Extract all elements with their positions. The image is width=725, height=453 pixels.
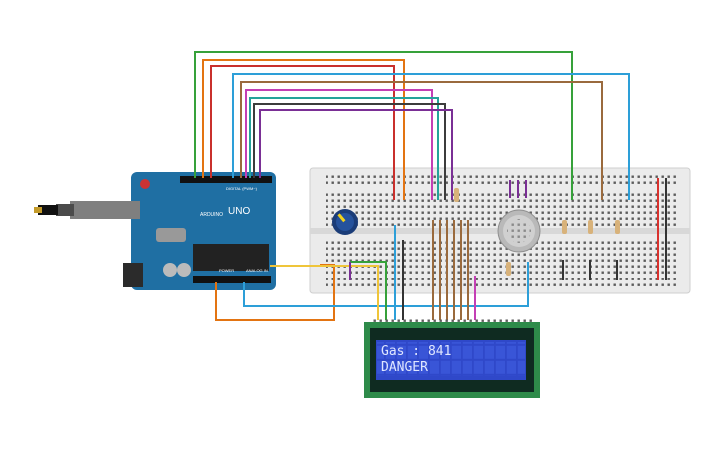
- resistor[interactable]: [506, 262, 511, 276]
- lcd-pins: [372, 318, 532, 324]
- arduino-uno-logo: UNO: [228, 206, 250, 217]
- wires[interactable]: [194, 51, 630, 321]
- analog-header-label: ANALOG IN: [246, 268, 268, 273]
- capacitor: [177, 263, 191, 277]
- gas-sensor-icon[interactable]: [497, 209, 541, 253]
- led-leads: [562, 178, 667, 280]
- resistor[interactable]: [615, 220, 620, 234]
- crystal: [156, 228, 186, 242]
- digital-header-label: DIGITAL (PWM~): [226, 186, 258, 191]
- potentiometer-icon[interactable]: [332, 209, 358, 235]
- resistor[interactable]: [588, 220, 593, 234]
- arduino-brand: ARDUINO: [200, 212, 223, 218]
- power-header-label: POWER: [219, 268, 234, 273]
- resistor-group[interactable]: [454, 188, 620, 276]
- resistor[interactable]: [454, 188, 459, 202]
- bottom-rail-holes: [326, 278, 676, 288]
- lcd-line-1: Gas : 841: [381, 344, 451, 359]
- resistor[interactable]: [562, 220, 567, 234]
- top-rail-holes: [326, 174, 676, 186]
- usb-connector-icon[interactable]: [34, 201, 140, 219]
- power-jack-icon[interactable]: [123, 263, 143, 287]
- lcd-line-2: DANGER: [381, 360, 428, 375]
- lcd-16x2[interactable]: Gas : 841 DANGER: [364, 318, 540, 398]
- arduino-uno-board[interactable]: UNO ARDUINO DIGITAL (PWM~) POWER ANALOG …: [131, 172, 276, 290]
- capacitor: [163, 263, 177, 277]
